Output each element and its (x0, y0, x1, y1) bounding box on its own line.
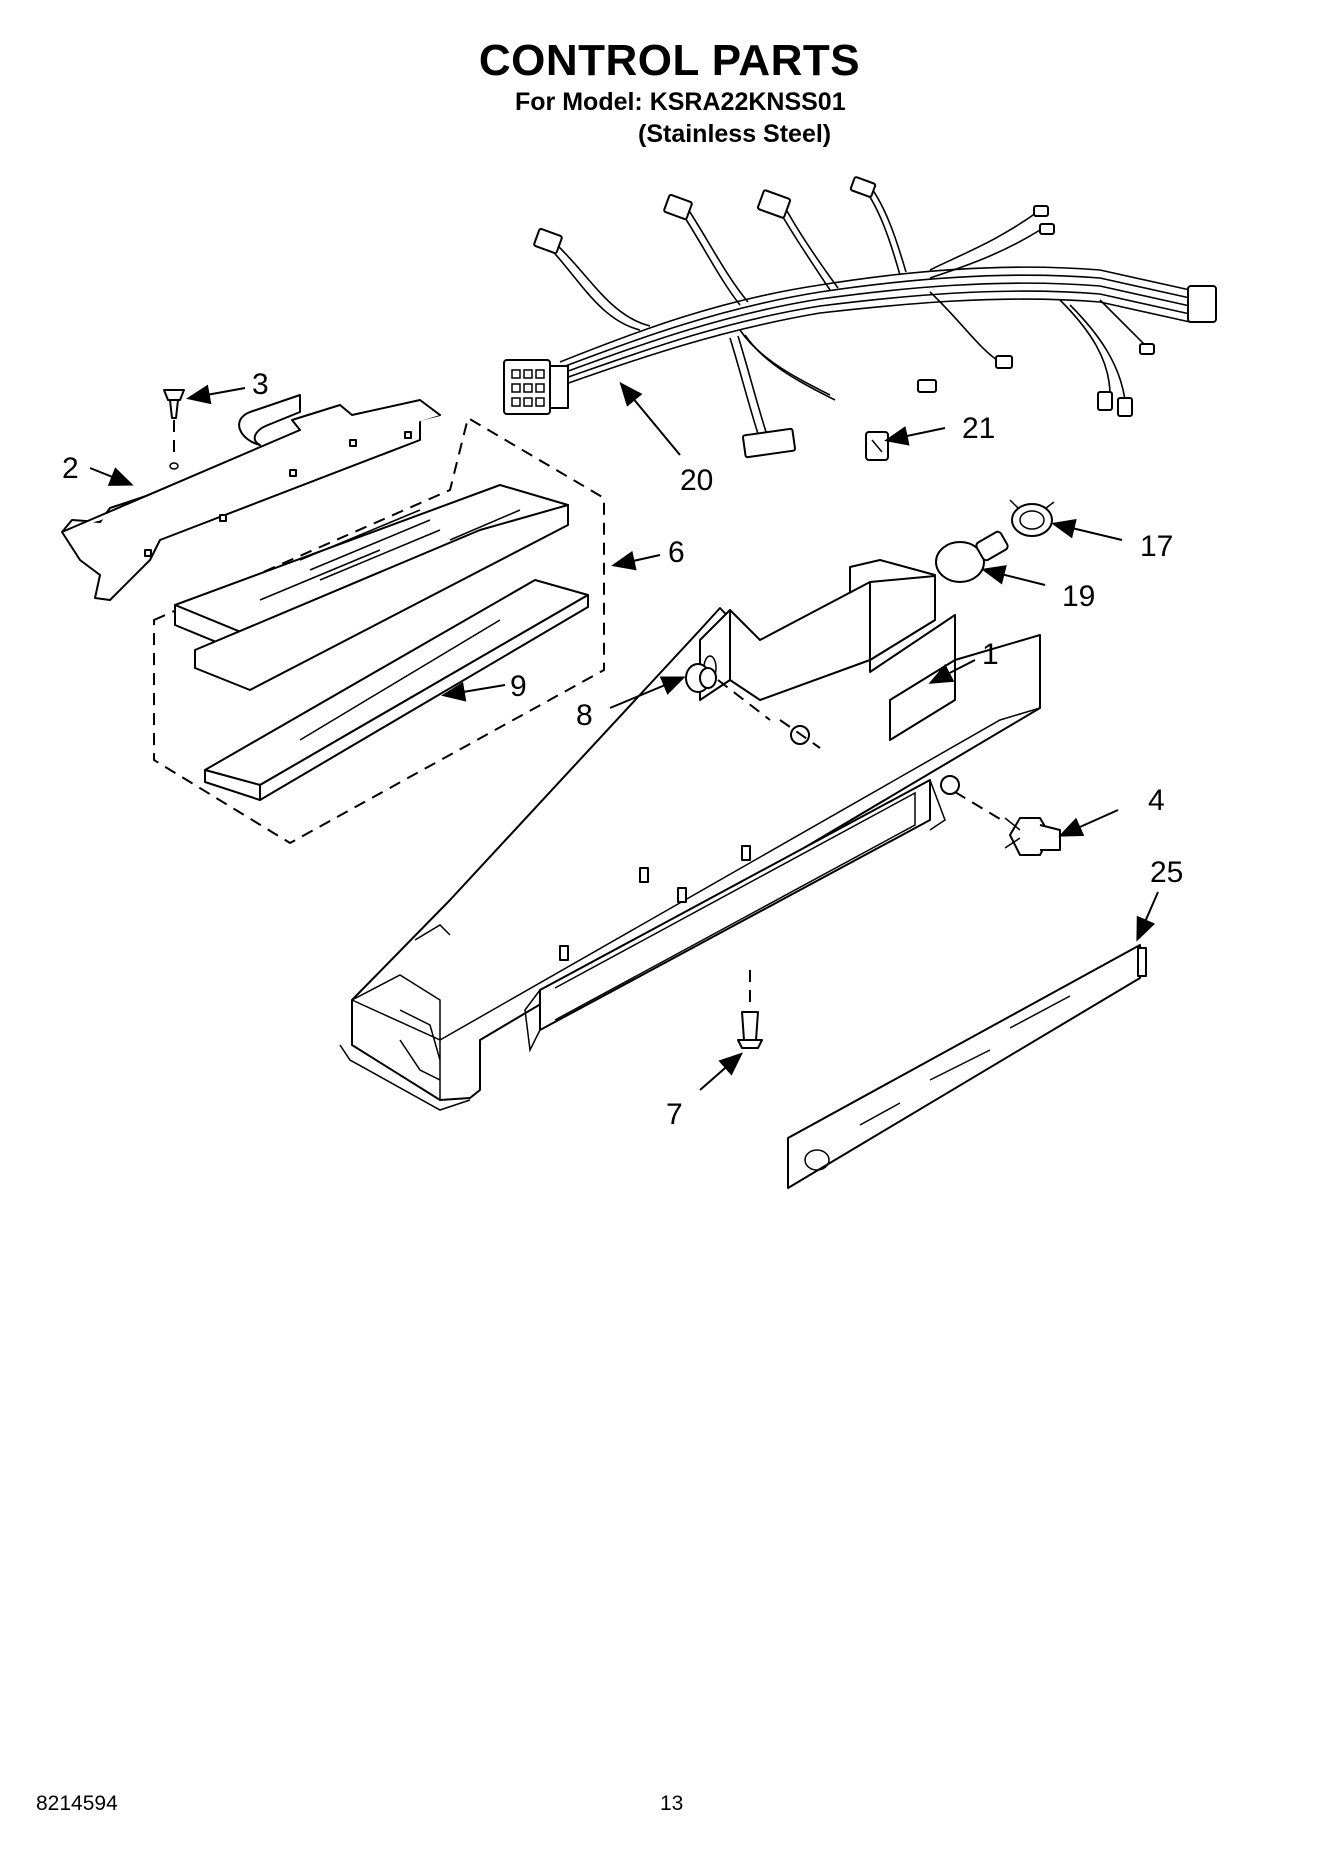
callout-9: 9 (510, 670, 527, 703)
callout-20: 20 (680, 464, 713, 497)
grommet (685, 663, 821, 749)
wiring-harness (503, 176, 1217, 459)
lower-control-board (204, 579, 589, 801)
callout-3: 3 (252, 368, 269, 401)
housing-screw (737, 970, 763, 1049)
light-switch (954, 791, 1061, 856)
page-number: 13 (660, 1792, 684, 1815)
callout-8: 8 (576, 699, 593, 732)
finish-line: (Stainless Steel) (638, 120, 832, 148)
callout-17: 17 (1140, 530, 1173, 563)
model-line: For Model: KSRA22KNSS01 (515, 88, 846, 116)
leader-lines (89, 381, 1159, 1091)
callout-19: 19 (1062, 580, 1095, 613)
document-number: 8214594 (36, 1792, 118, 1815)
bracket (61, 394, 441, 601)
callout-1: 1 (982, 638, 999, 671)
callout-25: 25 (1150, 856, 1183, 889)
page-title: CONTROL PARTS (478, 36, 861, 85)
callout-2: 2 (62, 452, 79, 485)
callout-7: 7 (666, 1098, 683, 1131)
control-overlay (787, 944, 1147, 1189)
wire-clip (865, 431, 889, 461)
lamp-socket (1009, 499, 1055, 537)
callout-6: 6 (668, 536, 685, 569)
callout-21: 21 (962, 412, 995, 445)
control-assembly-outline (153, 416, 605, 845)
light-bulb (935, 530, 1009, 583)
upper-control-board (174, 484, 569, 691)
callout-4: 4 (1148, 784, 1165, 817)
mounting-screw (163, 389, 185, 470)
control-housing (339, 559, 1041, 1111)
callout-labels: 3 2 6 9 8 20 21 17 19 1 4 25 7 (62, 368, 1183, 1131)
